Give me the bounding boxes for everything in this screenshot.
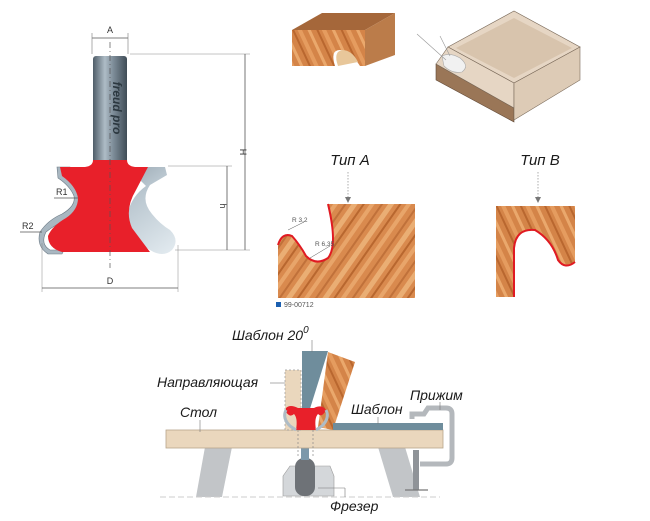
arrow-down-icon <box>345 197 351 203</box>
r2-label: R2 <box>22 221 34 231</box>
router-motor <box>295 458 315 496</box>
drawer-illustration <box>416 10 581 123</box>
cutter-body <box>48 160 150 252</box>
table-label: Стол <box>180 404 217 420</box>
table-leg-left <box>196 447 232 497</box>
dim-H-label: H <box>238 149 248 156</box>
table-top <box>165 429 444 449</box>
cutter-in-table <box>286 406 326 430</box>
flat-template <box>333 423 443 430</box>
profile-type-b: Тип В <box>496 152 576 297</box>
type-a-cut-line <box>277 203 334 263</box>
type-b-title: Тип В <box>520 152 559 169</box>
dim-h-label: h <box>218 203 228 208</box>
router-label: Фрезер <box>330 498 379 514</box>
type-a-title: Тип А <box>330 152 369 169</box>
dim-D-label: D <box>107 276 114 286</box>
profile-type-a: Тип А R 3,2 R 6,35 99-00712 <box>276 152 415 309</box>
brand-logo: freud pro <box>110 82 124 135</box>
profiled-wood-block <box>292 13 395 66</box>
guide-label: Направляющая <box>157 374 259 390</box>
product-code: 99-00712 <box>284 302 314 309</box>
table-leg-right <box>378 447 420 497</box>
template-angle-label: Шаблон 200 <box>232 325 309 343</box>
type-b-cut-line <box>513 228 576 297</box>
type-a-wood <box>278 204 415 298</box>
steel-wing-right <box>57 167 176 254</box>
dim-a-label: A <box>107 25 113 35</box>
router-bit-drawing: A freud pro H h D R1 R2 <box>20 25 250 292</box>
type-a-radius-small: R 3,2 <box>292 217 308 224</box>
clamp <box>409 405 455 467</box>
type-b-wood <box>496 206 575 297</box>
clamp-label: Прижим <box>410 387 463 403</box>
r1-label: R1 <box>56 187 68 197</box>
router-table-setup: Шаблон 200 Направляющая Стол Шаблон Приж… <box>157 325 463 514</box>
arrow-down-icon <box>535 197 541 203</box>
template-label: Шаблон <box>351 401 403 417</box>
code-square-icon <box>276 302 281 307</box>
hand-icon <box>441 54 466 73</box>
type-a-radius-large: R 6,35 <box>315 241 335 248</box>
